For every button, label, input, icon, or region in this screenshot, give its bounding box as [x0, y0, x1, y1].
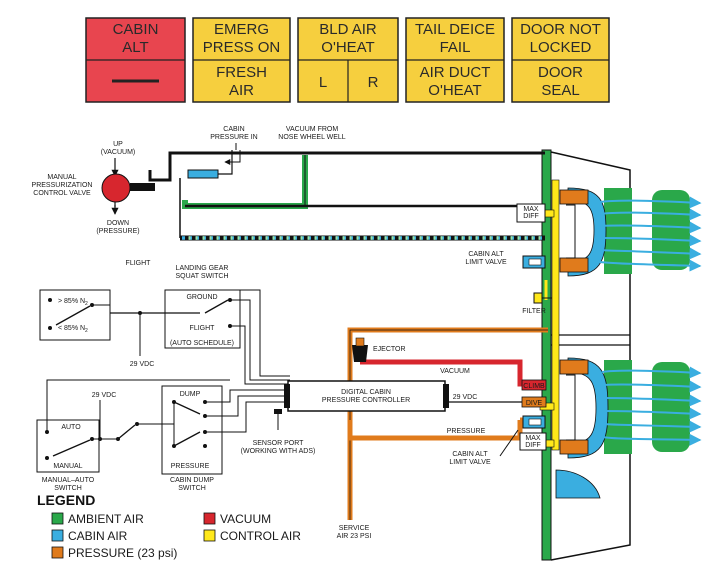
- manual-label: MANUAL: [53, 463, 82, 470]
- filter: FILTER: [522, 292, 552, 315]
- vacuum-line-top: [148, 151, 545, 182]
- vdc-2-label: 29 VDC: [92, 392, 117, 399]
- n2-switch[interactable]: [39, 289, 111, 341]
- vdc-3-label: 29 VDC: [453, 394, 478, 401]
- dive-port: DIVE: [521, 396, 547, 408]
- legend-title: LEGEND: [37, 492, 95, 508]
- legend-pressure: PRESSURE (23 psi): [51, 546, 177, 560]
- vdc-1-label: 29 VDC: [130, 361, 155, 368]
- dump-label: DUMP: [180, 391, 201, 398]
- climb-label: CLIMB: [523, 383, 545, 390]
- svg-text:VACUUM: VACUUM: [220, 512, 271, 526]
- ejector: [352, 337, 368, 362]
- filter-label: FILTER: [522, 308, 546, 315]
- auto-label: AUTO: [61, 424, 81, 431]
- auto-schedule-label: (AUTO SCHEDULE): [170, 340, 234, 347]
- flight-label: FLIGHT: [190, 325, 216, 332]
- control-air-lines: [539, 179, 560, 451]
- bld-r-label: R: [368, 74, 379, 91]
- down-pressure-label: DOWN(PRESSURE): [96, 220, 139, 235]
- dive-label: DIVE: [526, 400, 543, 407]
- svg-text:AMBIENT AIR: AMBIENT AIR: [68, 512, 144, 526]
- cabin-dump-switch[interactable]: [137, 385, 223, 475]
- legend-control: CONTROL AIR: [203, 529, 301, 543]
- ejector-label: EJECTOR: [373, 346, 406, 353]
- legend-vacuum: VACUUM: [203, 512, 271, 526]
- svg-text:CABIN AIR: CABIN AIR: [68, 529, 128, 543]
- pressure-label: PRESSURE: [447, 428, 486, 435]
- bld-l-label: L: [319, 74, 327, 91]
- vacuum-label: VACUUM: [440, 368, 470, 375]
- legend-cabin: CABIN AIR: [51, 529, 128, 543]
- bulkhead: [541, 149, 631, 561]
- sensor-port: SENSOR PORT(WORKING WITH ADS): [241, 409, 316, 455]
- pressure-lines: [347, 327, 548, 520]
- outflow-valve-lower: [555, 357, 702, 499]
- n2-lt85-label: < 85% N2: [58, 325, 88, 334]
- svg-text:PRESSURE (23 psi): PRESSURE (23 psi): [68, 546, 177, 560]
- legend: LEGEND AMBIENT AIR CABIN AIR PRESSURE (2…: [37, 492, 301, 560]
- n2-gt85-label: > 85% N2: [58, 298, 88, 307]
- climb-port: CLIMB: [521, 379, 547, 391]
- ground-label: GROUND: [186, 294, 217, 301]
- pressure-pos-label: PRESSURE: [171, 463, 210, 470]
- up-vacuum-label: UP(VACUUM): [101, 141, 135, 156]
- dotted-sense-line: [179, 178, 545, 241]
- svg-text:CONTROL AIR: CONTROL AIR: [220, 529, 301, 543]
- ambient-line: [182, 155, 308, 209]
- legend-ambient: AMBIENT AIR: [51, 512, 144, 526]
- cabin-alt-limit-valve-lower: [522, 415, 546, 429]
- cabin-air-pipe: [187, 169, 219, 179]
- landing-gear-squat-switch[interactable]: [110, 289, 241, 349]
- outflow-valve-upper: [559, 187, 702, 277]
- manual-control-valve[interactable]: [101, 158, 155, 215]
- sensor-port-label: SENSOR PORT(WORKING WITH ADS): [241, 440, 316, 455]
- manual-auto-switch[interactable]: [36, 379, 230, 473]
- flight-top-label: FLIGHT: [126, 260, 152, 267]
